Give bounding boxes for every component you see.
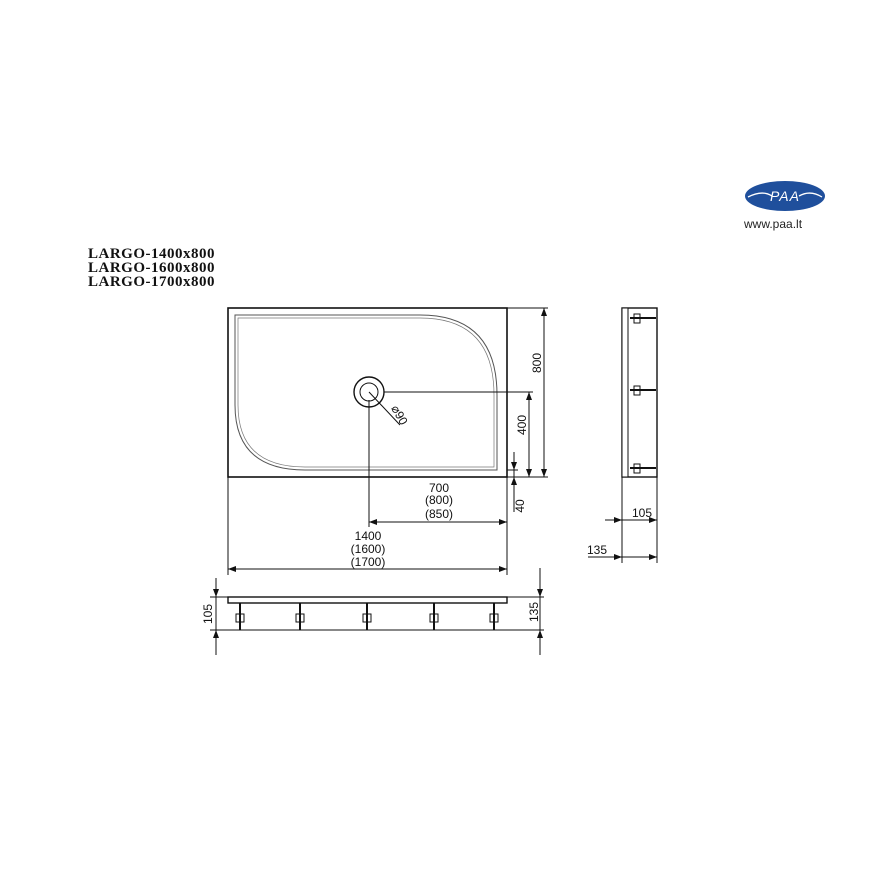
logo-wave bbox=[798, 192, 823, 198]
label-700: 700 bbox=[429, 481, 449, 495]
arrowheads bbox=[213, 308, 657, 638]
label-front-105: 105 bbox=[201, 604, 215, 624]
logo-wordmark: PAA bbox=[770, 188, 800, 204]
label-800: 800 bbox=[530, 353, 544, 373]
side-view-lip bbox=[621, 307, 629, 478]
label-1400: 1400 bbox=[355, 529, 382, 543]
label-800-alt: (800) bbox=[425, 493, 453, 507]
model-title-1400: LARGO-1400x800 bbox=[88, 246, 215, 262]
front-view-top bbox=[227, 596, 508, 604]
label-1700: (1700) bbox=[351, 555, 386, 569]
label-40: 40 bbox=[513, 499, 527, 513]
drain-leader bbox=[368, 391, 401, 426]
label-1600: (1600) bbox=[351, 542, 386, 556]
tray-inner-basin-offset bbox=[237, 317, 495, 468]
tray-inner-basin bbox=[234, 314, 498, 471]
label-side-105: 105 bbox=[632, 506, 652, 520]
paa-logo: PAA bbox=[745, 181, 825, 211]
label-400: 400 bbox=[515, 415, 529, 435]
label-front-135: 135 bbox=[527, 602, 541, 622]
logo-url: www.paa.lt bbox=[744, 217, 803, 231]
logo-wave bbox=[747, 192, 773, 198]
front-legs bbox=[235, 603, 499, 630]
model-title-1700: LARGO-1700x800 bbox=[88, 274, 215, 290]
logo-oval bbox=[745, 181, 825, 211]
label-drain-diameter: ⌀90 bbox=[388, 403, 411, 428]
label-850: (850) bbox=[425, 507, 453, 521]
label-side-135: 135 bbox=[587, 543, 607, 557]
model-title-1600: LARGO-1600x800 bbox=[88, 260, 215, 276]
side-legs bbox=[630, 313, 656, 474]
